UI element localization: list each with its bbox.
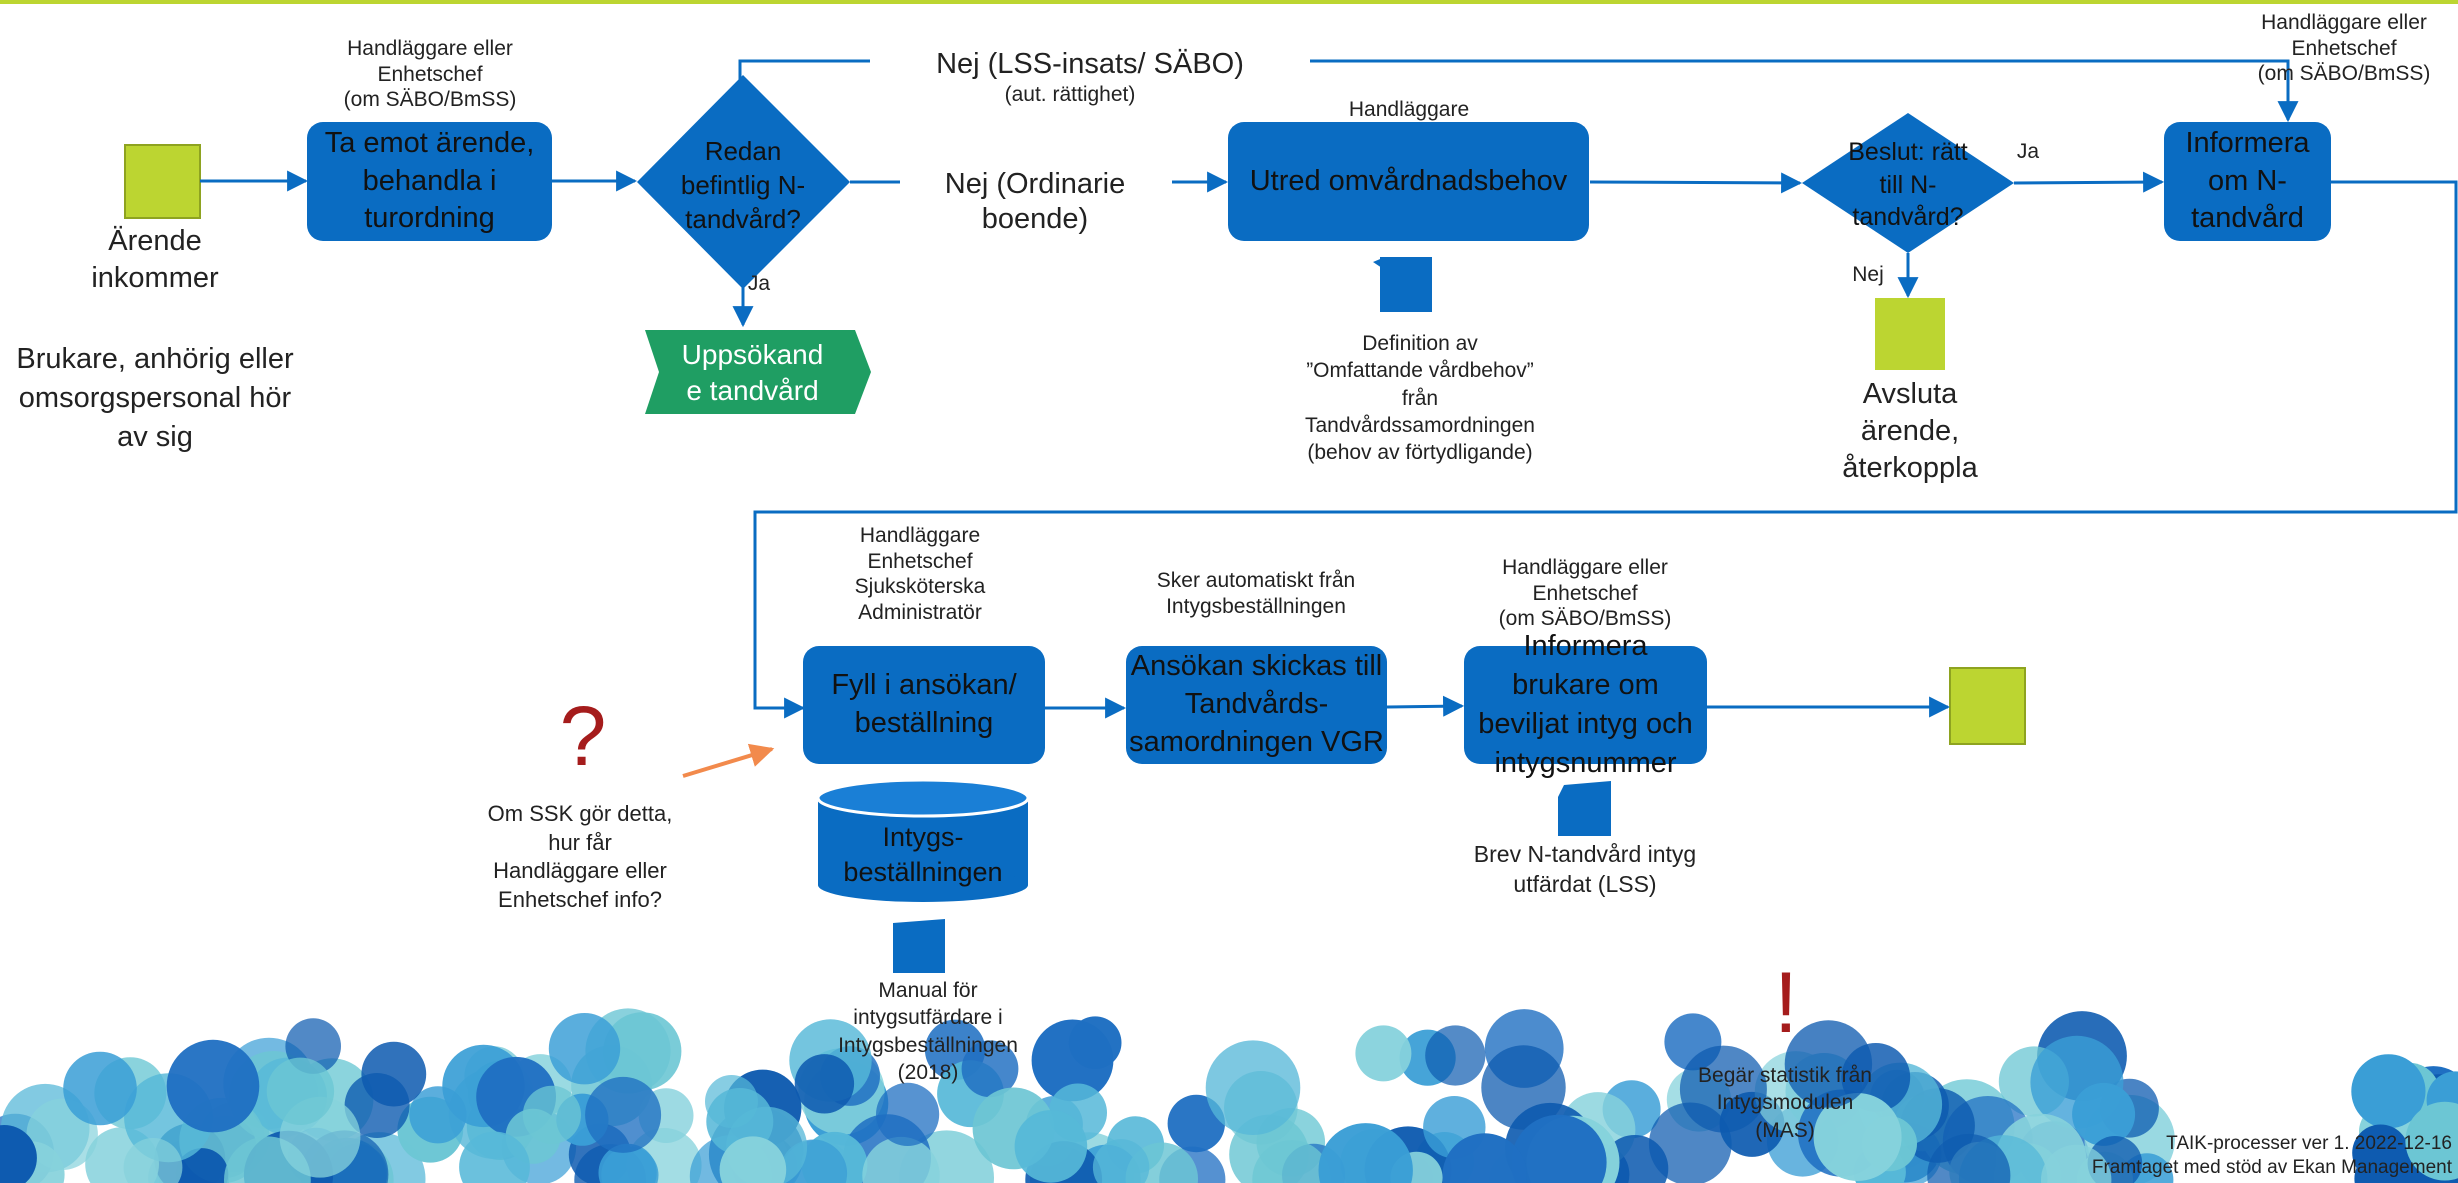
outreach-label: Uppsökand e tandvård xyxy=(681,339,824,407)
no-lss-note: (aut. rättighet) xyxy=(1004,83,1136,106)
question-text: Om SSK gör detta, hur får Handläggare el… xyxy=(487,801,673,912)
decorative-bubble xyxy=(1252,1140,1332,1183)
decorative-bubble xyxy=(1481,1045,1566,1130)
decorative-bubble xyxy=(266,1057,335,1126)
decorative-bubble xyxy=(2041,1144,2112,1183)
footer-credit: Framtaget med stöd av Ekan Management xyxy=(2091,1157,2452,1178)
yes-outreach-label: Ja xyxy=(747,272,771,295)
send-role: Sker automatiskt från Intygsbeställninge… xyxy=(1156,569,1356,618)
decorative-bubble xyxy=(1679,1045,1767,1133)
investigate-role: Handläggare xyxy=(1348,98,1470,121)
start-description: Brukare, anhörig eller omsorgspersonal h… xyxy=(16,343,294,454)
document-icon xyxy=(1380,257,1432,312)
question-mark: ? xyxy=(559,689,607,783)
no-ordinary-label: Nej (Ordinarie boende) xyxy=(944,168,1126,236)
question-arrow xyxy=(682,743,775,778)
inform2-role: Handläggare eller Enhetschef (om SÄBO/Bm… xyxy=(1498,556,1672,631)
no-rights-label: Nej xyxy=(1852,263,1884,286)
outreach-chevron xyxy=(645,330,871,414)
decorative-bubble xyxy=(1014,1110,1088,1183)
yes-rights-label: Ja xyxy=(2016,140,2040,163)
start-event-square xyxy=(124,144,201,219)
decorative-bubble xyxy=(719,1136,787,1183)
rights-decision-diamond xyxy=(1802,113,2014,253)
already-decision-label: Redan befintlig N- tandvård? xyxy=(680,136,806,234)
top-accent-bar xyxy=(0,0,2458,4)
decorative-bubble xyxy=(1167,1094,1226,1153)
start-title: Ärende inkommer xyxy=(91,225,219,295)
decorative-bubble xyxy=(862,1136,940,1183)
decorative-bubble xyxy=(123,1138,183,1183)
decorative-bubble xyxy=(1442,1133,1527,1183)
decorative-bubble xyxy=(2352,1124,2410,1182)
decorative-bubble xyxy=(1784,1020,1873,1108)
decorative-bubble xyxy=(1927,1133,2011,1183)
database-label: Intygs- beställningen xyxy=(843,822,1003,888)
connector-lss xyxy=(738,59,2299,123)
decorative-bubble xyxy=(1092,1139,1150,1183)
inform-n-dental-box: Informera om N- tandvård xyxy=(2164,122,2331,241)
decorative-bubble xyxy=(2351,1054,2426,1129)
decorative-bubble xyxy=(522,1085,582,1144)
document-icon xyxy=(893,919,945,973)
rights-decision-label: Beslut: rätt till N- tandvård? xyxy=(1848,138,1968,231)
connector-wrap xyxy=(753,180,2458,719)
decorative-bubble xyxy=(961,1040,1019,1098)
decorative-bubble xyxy=(361,1041,427,1107)
decorative-bubble xyxy=(1068,1016,1122,1069)
decorative-bubble xyxy=(409,1086,467,1144)
send-application-box: Ansökan skickas till Tandvårds- samordni… xyxy=(1126,646,1387,764)
investigate-care-needs-box: Utred omvårdnadsbehov xyxy=(1228,122,1589,241)
decorative-bubble xyxy=(1511,1114,1607,1183)
decorative-bubble-band xyxy=(0,1008,2458,1183)
decorative-bubble xyxy=(1425,1025,1486,1086)
decorative-bubble xyxy=(63,1051,137,1126)
footer-version: TAIK-processer ver 1. 2022-12-16 xyxy=(2166,1133,2452,1154)
decorative-bubble xyxy=(1318,1123,1413,1183)
decorative-bubble xyxy=(598,1143,657,1183)
decorative-bubble xyxy=(1205,1040,1301,1135)
decorative-bubble xyxy=(794,1054,855,1114)
document-icon-fold xyxy=(1373,257,1385,270)
decorative-bubble xyxy=(1813,1093,1902,1181)
definition-doc-caption: Definition av ”Omfattande vårdbehov” frå… xyxy=(1305,332,1535,465)
inform-role: Handläggare eller Enhetschef (om SÄBO/Bm… xyxy=(2257,11,2431,86)
decorative-bubble xyxy=(2405,1101,2458,1181)
letter-doc-caption: Brev N-tandvård intyg utfärdat (LSS) xyxy=(1473,841,1697,897)
no-lss-label: Nej (LSS-insats/ SÄBO) xyxy=(870,47,1310,83)
decorative-bubble xyxy=(459,1131,530,1183)
decorative-bubble xyxy=(166,1039,260,1133)
connector xyxy=(1589,172,1803,194)
exclamation-mark: ! xyxy=(1774,955,1798,1051)
decorative-bubble xyxy=(876,1082,940,1146)
decorative-bubble xyxy=(705,1075,758,1128)
inform-client-box: Informera brukare om beviljat intyg och … xyxy=(1464,630,1707,779)
fill-application-box: Fyll i ansökan/ beställning xyxy=(803,646,1045,764)
decorative-bubble xyxy=(0,1125,37,1183)
decorative-bubble xyxy=(548,1012,621,1085)
decorative-bubble xyxy=(1355,1025,1412,1082)
end-event-square xyxy=(1949,667,2026,745)
receive-role: Handläggare eller Enhetschef (om SÄBO/Bm… xyxy=(343,37,517,112)
connector xyxy=(1386,695,1465,717)
intygsbestallningen-database xyxy=(816,778,1030,902)
connector xyxy=(2013,171,2165,193)
decorative-bubble xyxy=(585,1076,662,1153)
close-event-square xyxy=(1875,298,1945,370)
fill-role: Handläggare Enhetschef Sjuksköterska Adm… xyxy=(854,524,986,624)
document-icon xyxy=(1558,781,1611,836)
decorative-bubble xyxy=(2072,1082,2136,1146)
close-label: Avsluta ärende, återkoppla xyxy=(1842,378,1978,485)
receive-case-box: Ta emot ärende, behandla i turordning xyxy=(307,122,552,241)
manual-doc-caption: Manual för intygsutfärdare i Intygsbestä… xyxy=(838,979,1018,1084)
statistics-text: Begär statistik från Intygsmodulen (MAS) xyxy=(1698,1064,1872,1142)
already-decision-diamond xyxy=(637,75,850,289)
